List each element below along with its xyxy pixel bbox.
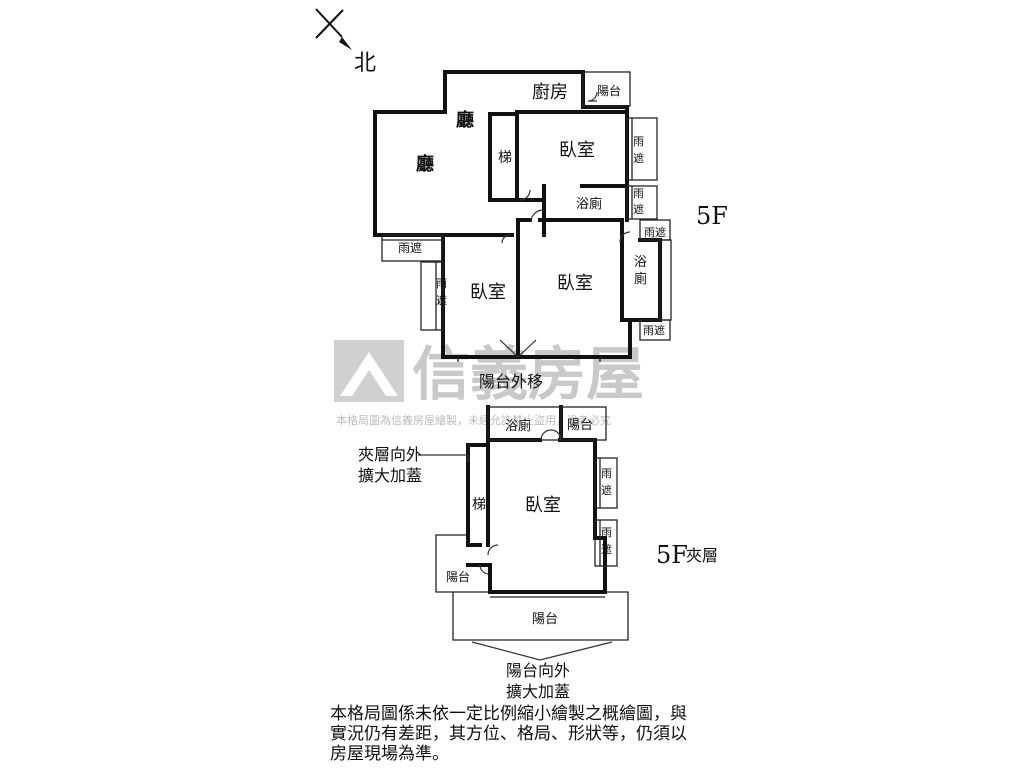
room-balcony-mezz-top: 陽台: [567, 418, 593, 433]
watermark-brand: 信義房屋: [412, 340, 644, 408]
canopies-mezz: [435, 406, 629, 641]
room-kitchen-balcony: 陽台: [597, 83, 621, 98]
room-stairs-mezz: 梯: [472, 497, 486, 513]
watermark-notice: 本格局圖為信義房屋繪製，未經允許禁止盜用，違者必究: [336, 413, 611, 427]
disclaimer-line-1: 本格局圖係未依一定比例縮小繪製之概繪圖，與: [330, 704, 687, 724]
north-label: 北: [354, 51, 376, 76]
disclaimer-line-2: 實況仍有差距，其方位、格局、形狀等，仍須以: [330, 724, 687, 744]
floor-tag-mezz: 5F: [656, 541, 688, 569]
room-balcony-mezz-bottom: 陽台: [532, 612, 558, 627]
floor-tag-mezz-suffix: 夾層: [686, 546, 718, 565]
canopy-g-bottom: 遮: [601, 483, 612, 497]
note-balcony-moved: 陽台外移: [479, 372, 543, 391]
canopy-b-top: 雨: [633, 187, 644, 200]
room-bath-5f-right-b: 廁: [634, 271, 647, 287]
disclaimer: 本格局圖係未依一定比例縮小繪製之概繪圖，與 實況仍有差距，其方位、格局、形狀等，…: [330, 704, 710, 764]
room-bedroom-top: 臥室: [559, 140, 595, 161]
canopy-g-top: 雨: [601, 467, 612, 480]
canopy-e: 雨遮: [398, 240, 422, 255]
floor-tag-5f: 5F: [696, 202, 728, 230]
canopy-f-top: 雨: [436, 277, 447, 290]
north-arrow-icon: [315, 8, 352, 50]
room-living-top: 廳: [456, 109, 474, 131]
room-living-main: 廳: [416, 153, 434, 175]
note-mezz-expand-1: 夾層向外: [358, 445, 422, 464]
canopy-h-top: 雨: [601, 526, 612, 539]
note-mezz-expand-2: 擴大加蓋: [358, 466, 422, 485]
canopy-h-bottom: 遮: [601, 542, 612, 556]
room-bedroom-mezz: 臥室: [525, 495, 561, 516]
room-stairs-5f: 梯: [498, 150, 512, 166]
watermark: 信義房屋 本格局圖為信義房屋繪製，未經允許禁止盜用，違者必究: [334, 340, 644, 427]
canopies-5f: [381, 71, 672, 362]
canopy-a-top: 雨: [633, 135, 644, 148]
room-bath-5f-left: 浴廁: [576, 196, 602, 212]
note-balcony-expand-2: 擴大加蓋: [506, 682, 570, 701]
room-balcony-mezz-left: 陽台: [446, 569, 470, 584]
canopy-f-bottom: 遮: [436, 293, 447, 307]
canopy-a-bottom: 遮: [633, 151, 644, 165]
room-bath-mezz: 浴廁: [505, 418, 531, 434]
room-bath-5f-right-a: 浴: [634, 255, 647, 270]
doors-5f: [499, 91, 631, 358]
walls-5f: [373, 70, 662, 359]
canopy-c: 雨遮: [644, 225, 666, 239]
canopy-b-bottom: 遮: [633, 202, 644, 216]
disclaimer-line-3: 房屋現場為準。: [330, 744, 449, 764]
watermark-logo-icon: [334, 340, 404, 402]
room-kitchen: 廚房: [532, 81, 568, 103]
room-bedroom-center: 臥室: [557, 273, 593, 294]
doors-mezz: [418, 429, 613, 661]
note-balcony-expand-1: 陽台向外: [506, 661, 570, 680]
canopy-d: 雨遮: [643, 323, 665, 337]
room-bedroom-left: 臥室: [470, 282, 506, 303]
